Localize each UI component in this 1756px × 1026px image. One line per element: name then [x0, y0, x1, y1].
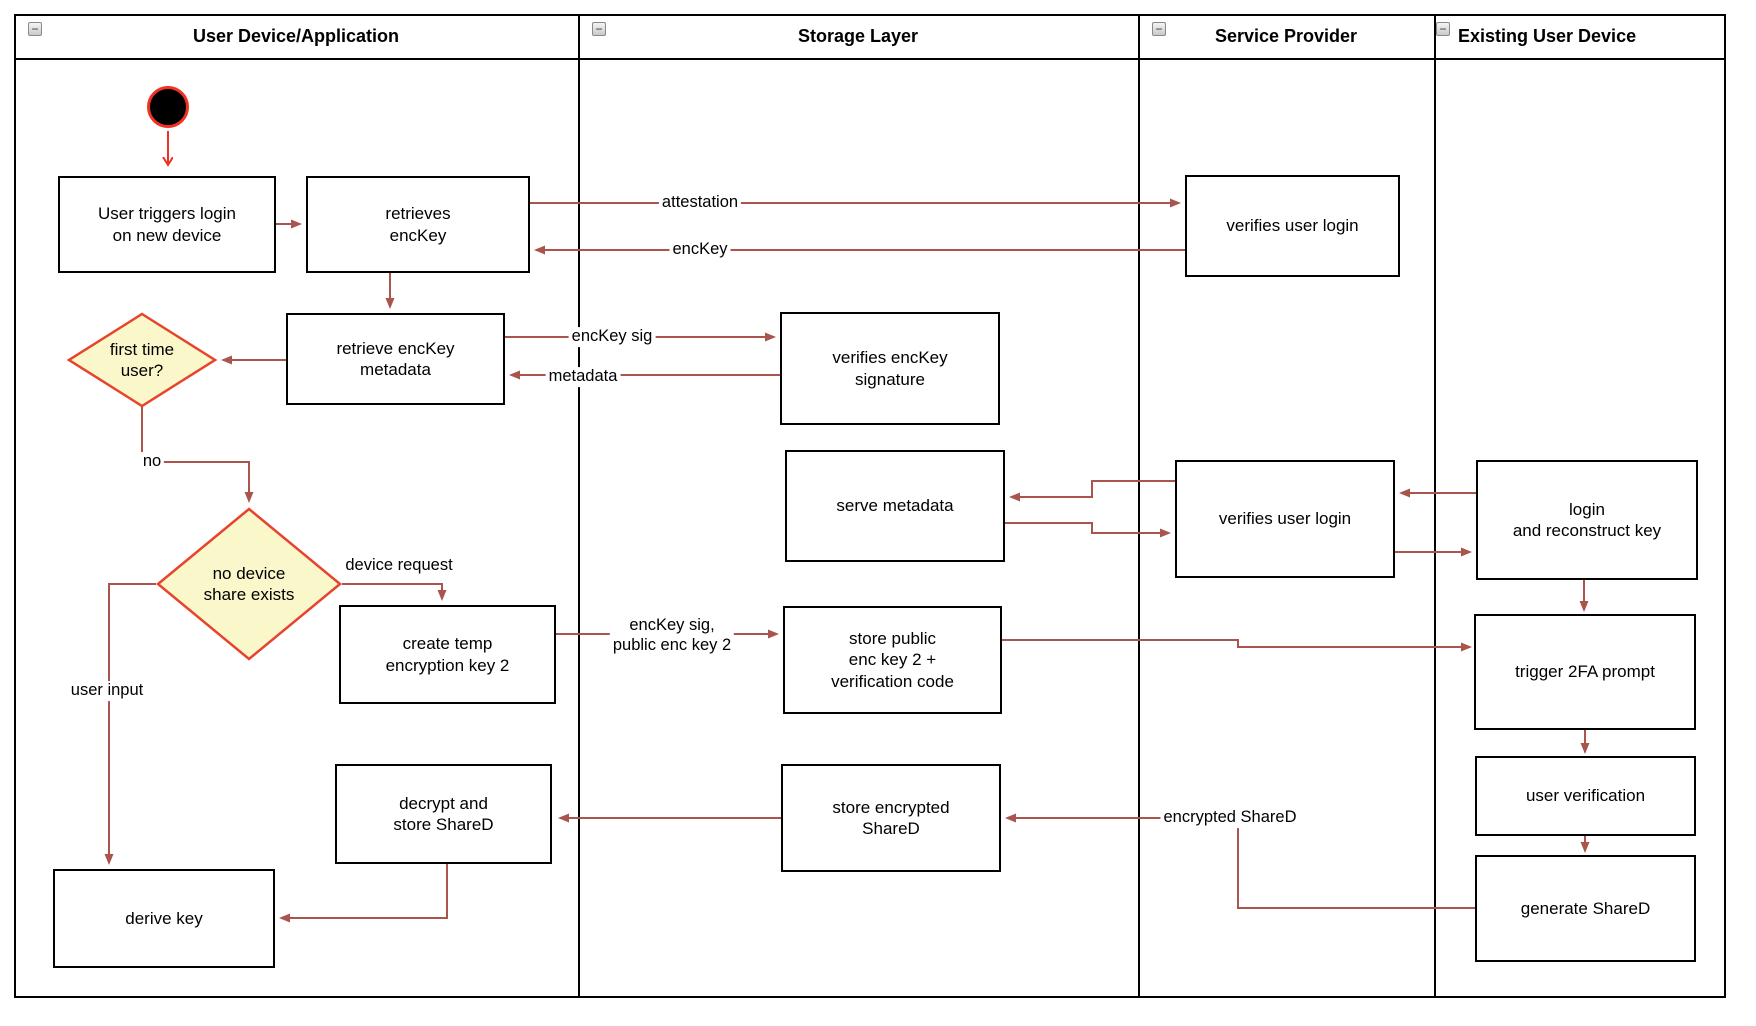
collapse-lane-icon[interactable]: −: [592, 22, 606, 36]
node-serve-metadata[interactable]: serve metadata: [785, 450, 1005, 562]
header-divider: [14, 58, 1726, 60]
edge-label-enckey-sig-public[interactable]: encKey sig, public enc key 2: [609, 616, 735, 656]
collapse-lane-icon[interactable]: −: [28, 22, 42, 36]
node-decrypt-store-shared[interactable]: decrypt and store ShareD: [335, 764, 552, 864]
lane-divider-2: [1138, 14, 1140, 998]
edge-label-user-input[interactable]: user input: [67, 681, 147, 701]
connector-device-request[interactable]: [342, 583, 447, 601]
lane-divider-3: [1434, 14, 1436, 998]
decision-first-time-user[interactable]: first time user?: [67, 312, 217, 408]
node-retrieves-enckey[interactable]: retrieves encKey: [306, 176, 530, 273]
edge-label-enckey[interactable]: encKey: [669, 240, 731, 260]
node-user-verification[interactable]: user verification: [1475, 756, 1696, 836]
node-generate-shared[interactable]: generate ShareD: [1475, 855, 1696, 962]
connector-store-public-to-2fa[interactable]: [1002, 639, 1472, 652]
connector-decrypt-to-derive[interactable]: [279, 864, 448, 923]
lane-header-service-provider[interactable]: Service Provider: [1214, 25, 1358, 46]
node-verifies-user-login-top[interactable]: verifies user login: [1185, 175, 1400, 277]
edge-label-device-request[interactable]: device request: [342, 556, 456, 576]
diagram-frame: [14, 14, 1726, 998]
decision-no-device-share[interactable]: no device share exists: [156, 507, 342, 661]
connector-serve-metadata-to-verifies[interactable]: [1005, 522, 1171, 538]
edge-label-enckey-sig[interactable]: encKey sig: [568, 327, 656, 347]
collapse-lane-icon[interactable]: −: [1436, 22, 1450, 36]
node-user-triggers-login[interactable]: User triggers login on new device: [58, 176, 276, 273]
start-node[interactable]: [147, 86, 189, 128]
connector-no-branch[interactable]: [141, 407, 254, 503]
node-create-temp-key[interactable]: create temp encryption key 2: [339, 605, 556, 704]
node-retrieve-enckey-metadata[interactable]: retrieve encKey metadata: [286, 313, 505, 405]
connector-encrypted-shared[interactable]: [1005, 813, 1475, 909]
lane-header-existing-user-device[interactable]: Existing User Device: [1458, 25, 1637, 46]
node-derive-key[interactable]: derive key: [53, 869, 275, 968]
lane-header-storage-layer[interactable]: Storage Layer: [797, 25, 919, 46]
decision-first-time-user-label: first time user?: [109, 339, 175, 380]
connector-user-input[interactable]: [104, 583, 156, 865]
edge-label-attestation[interactable]: attestation: [658, 193, 742, 213]
node-trigger-2fa-prompt[interactable]: trigger 2FA prompt: [1474, 614, 1696, 730]
collapse-lane-icon[interactable]: −: [1152, 22, 1166, 36]
edge-label-metadata[interactable]: metadata: [545, 367, 621, 387]
node-login-reconstruct-key[interactable]: login and reconstruct key: [1476, 460, 1698, 580]
edge-label-no[interactable]: no: [139, 452, 165, 472]
lane-divider-1: [578, 14, 580, 998]
node-verifies-user-login-mid[interactable]: verifies user login: [1175, 460, 1395, 578]
edge-label-encrypted-shared[interactable]: encrypted ShareD: [1160, 808, 1300, 828]
node-store-public-enc-key[interactable]: store public enc key 2 + verification co…: [783, 606, 1002, 714]
decision-no-device-share-label: no device share exists: [203, 563, 295, 604]
node-store-encrypted-shared[interactable]: store encrypted ShareD: [781, 764, 1001, 872]
connector-verifies-to-serve-metadata[interactable]: [1009, 480, 1175, 502]
node-verifies-enckey-signature[interactable]: verifies encKey signature: [780, 312, 1000, 425]
lane-header-user-device-application[interactable]: User Device/Application: [192, 25, 400, 46]
